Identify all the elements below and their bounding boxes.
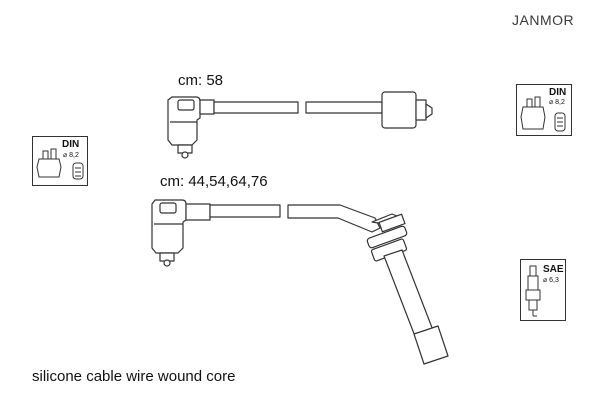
- cable-length-group: cm: 44,54,64,76: [160, 173, 268, 190]
- cable-58-angled-boot: [167, 96, 215, 159]
- brand-label: JANMOR: [512, 12, 575, 28]
- sae-badge-standard: SAE: [543, 264, 564, 275]
- distributor-cap-icon: [36, 148, 84, 180]
- cable-group-plug-boot: [366, 213, 449, 365]
- din-badge-left-standard: DIN: [62, 139, 80, 150]
- cable-description: silicone cable wire wound core: [32, 368, 236, 385]
- sae-badge: SAE ⌀ 6,3: [520, 259, 566, 321]
- din-badge-right-diameter: ⌀ 8,2: [549, 99, 565, 106]
- cable-group-angled-boot: [151, 199, 211, 267]
- din-badge-right-standard: DIN: [549, 87, 567, 98]
- cable-length-single: cm: 58: [178, 72, 224, 89]
- cable-58-straight-boot: [381, 91, 433, 129]
- din-badge-left-diameter: ⌀ 8,2: [63, 152, 79, 159]
- din-badge-right: DIN ⌀ 8,2: [516, 84, 572, 136]
- sae-badge-diameter: ⌀ 6,3: [543, 277, 559, 284]
- cable-group-wire: [209, 204, 381, 233]
- spark-plug-icon: [525, 265, 541, 317]
- cable-58-wire: [213, 101, 383, 114]
- din-badge-left: DIN ⌀ 8,2: [32, 136, 88, 186]
- distributor-cap-icon: [520, 96, 566, 132]
